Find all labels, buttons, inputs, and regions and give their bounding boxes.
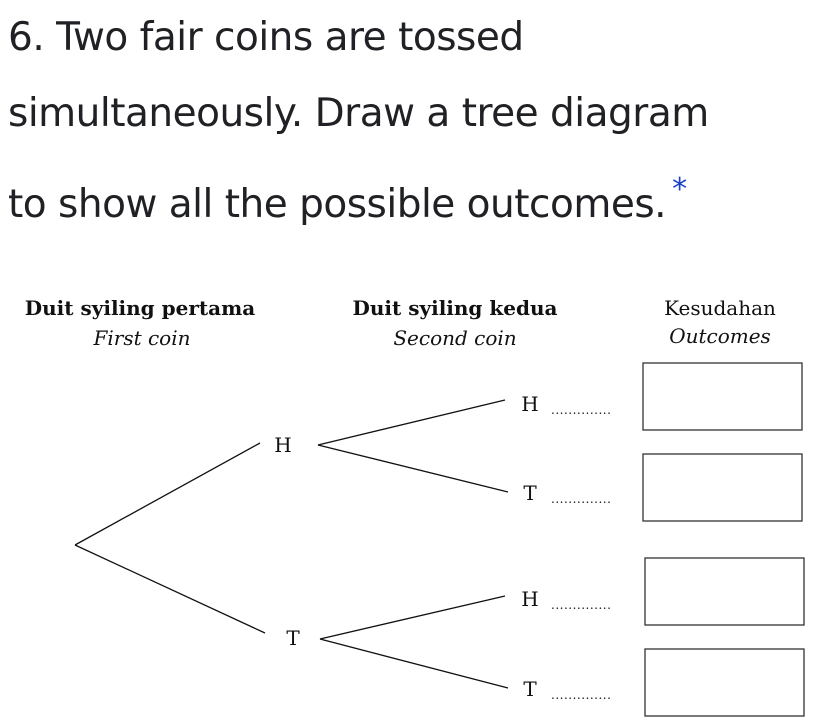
outcome-box-3[interactable] — [644, 557, 805, 626]
branch-t-to-h — [319, 595, 506, 640]
second-coin-node-tt: T — [523, 677, 537, 701]
second-coin-node-hh: H — [521, 392, 538, 416]
question-line-1: 6. Two fair coins are tossed — [8, 15, 524, 60]
leader-dots-1: .............. — [551, 403, 611, 417]
header-second-coin-english: Second coin — [393, 326, 516, 350]
header-first-coin-english: First coin — [92, 326, 190, 350]
question-line-3: to show all the possible outcomes.* — [8, 152, 808, 243]
header-second-coin-malay: Duit syiling kedua — [353, 296, 558, 320]
branch-root-to-t — [74, 544, 266, 634]
first-coin-node-t: T — [286, 626, 300, 650]
question-line-3-text: to show all the possible outcomes. — [8, 182, 667, 227]
branch-root-to-h — [74, 442, 261, 546]
question-line-2: simultaneously. Draw a tree diagram — [8, 91, 709, 136]
outcome-box-1[interactable] — [642, 362, 803, 431]
outcome-box-4[interactable] — [644, 648, 805, 717]
branch-t-to-t — [319, 638, 509, 689]
second-coin-node-ht: T — [523, 481, 537, 505]
branch-h-to-t — [317, 444, 509, 493]
second-coin-node-th: H — [521, 587, 538, 611]
leader-dots-4: .............. — [551, 688, 611, 702]
question-text: 6. Two fair coins are tossed simultaneou… — [8, 0, 808, 243]
header-first-coin-malay: Duit syiling pertama — [25, 296, 255, 320]
first-coin-node-h: H — [274, 433, 291, 457]
branch-h-to-h — [317, 399, 506, 446]
header-outcomes-english: Outcomes — [669, 324, 771, 348]
leader-dots-2: .............. — [551, 492, 611, 506]
leader-dots-3: .............. — [551, 598, 611, 612]
header-outcomes-malay: Kesudahan — [664, 296, 776, 320]
required-marker: * — [672, 172, 687, 207]
outcome-box-2[interactable] — [642, 453, 803, 522]
